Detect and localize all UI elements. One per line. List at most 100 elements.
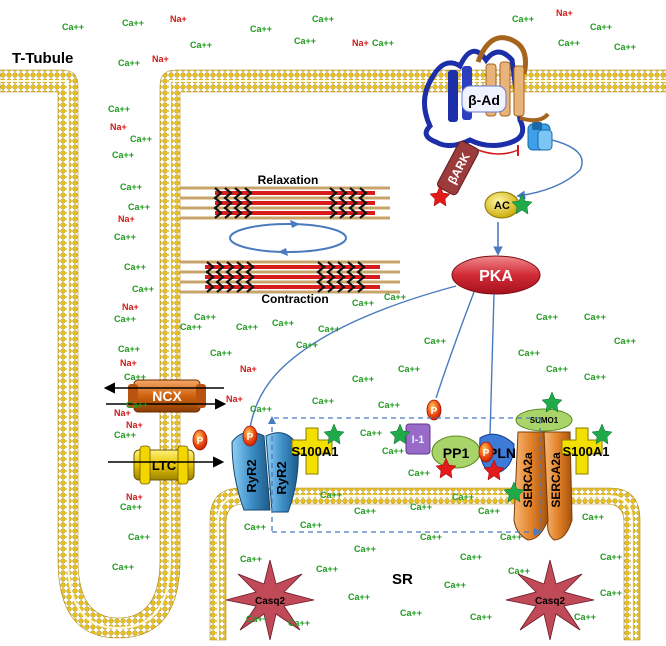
ca-ion: Ca++ [470, 612, 492, 622]
ca-ion: Ca++ [410, 502, 432, 512]
casq2-label-right: Casq2 [535, 596, 565, 607]
ca-ion: Ca++ [250, 404, 272, 414]
ca-ion: Ca++ [240, 554, 262, 564]
ca-ion: Ca++ [288, 618, 310, 628]
ca-ion: Ca++ [124, 372, 146, 382]
s100a1-label-right: S100A1 [563, 444, 610, 459]
ca-ion: Ca++ [132, 284, 154, 294]
s100a1-right-star-icon [591, 423, 613, 445]
na-ion: Na+ [152, 54, 169, 64]
ca-ion: Ca++ [120, 182, 142, 192]
ca-ion: Ca++ [372, 38, 394, 48]
l-type-calcium-channel [133, 445, 195, 485]
inhibitor-1 [405, 423, 431, 455]
ca-ion: Ca++ [318, 324, 340, 334]
sr-label: SR [392, 571, 413, 588]
ryr2-phospho: P [242, 425, 258, 447]
ca-ion: Ca++ [118, 344, 140, 354]
sumo1-star-icon [541, 391, 563, 413]
ca-ion: Ca++ [512, 14, 534, 24]
i1-label: I-1 [412, 434, 425, 446]
calcium-ions: Ca++ Ca++ Ca++ Ca++ Ca++ Ca++ Ca++ Ca++ … [62, 14, 636, 628]
svg-text:P: P [431, 406, 438, 417]
na-ion: Na+ [118, 214, 135, 224]
ca-ion: Ca++ [614, 336, 636, 346]
ac-label: AC [494, 200, 510, 212]
pka-target-lines [249, 285, 495, 437]
pln-phospho: P [478, 441, 494, 463]
ac-star-icon [511, 193, 533, 215]
serca2a-label-left: SERCA2a [521, 452, 535, 508]
ca-ion: Ca++ [478, 506, 500, 516]
ca-ion: Ca++ [130, 134, 152, 144]
pp1-label: PP1 [443, 445, 470, 461]
ca-ion: Ca++ [128, 202, 150, 212]
ca-ion: Ca++ [114, 430, 136, 440]
ca-ion: Ca++ [518, 348, 540, 358]
na-ion: Na+ [556, 8, 573, 18]
na-ion: Na+ [170, 14, 187, 24]
ca-ion: Ca++ [114, 314, 136, 324]
pln-star-icon [483, 459, 505, 481]
ca-ion: Ca++ [452, 492, 474, 502]
ca-ion: Ca++ [128, 532, 150, 542]
casq2-right [505, 559, 595, 641]
ryr2-label-right: RyR2 [274, 461, 289, 494]
ca-ion: Ca++ [408, 468, 430, 478]
beta-adrenergic-receptor [422, 35, 550, 148]
t-tubule-title: T-Tubule [12, 50, 73, 67]
ca-ion: Ca++ [118, 58, 140, 68]
s100a1-left-star-icon [323, 423, 345, 445]
bark-inhibition [477, 145, 519, 156]
svg-text:P: P [197, 436, 204, 447]
ca-ion: Ca++ [236, 322, 258, 332]
ca-ion: Ca++ [296, 340, 318, 350]
pp1-star-icon [435, 457, 457, 479]
i1-phospho: P [426, 399, 442, 421]
ca-ion: Ca++ [108, 104, 130, 114]
ca-ion: Ca++ [194, 312, 216, 322]
ca-ion: Ca++ [120, 502, 142, 512]
calcium-cycle-path [271, 417, 541, 533]
ca-ion: Ca++ [112, 150, 134, 160]
ca-ion: Ca++ [546, 364, 568, 374]
ca-ion: Ca++ [460, 552, 482, 562]
na-ion: Na+ [240, 364, 257, 374]
casq2-left [225, 559, 315, 641]
sodium-ions: Na+ Na+ Na+ Na+ Na+ Na+ Na+ Na+ Na+ Na+ … [110, 8, 573, 502]
calcium-cycle-arrow-right [534, 528, 542, 536]
serca2a-star-icon [503, 481, 525, 503]
ca-ion: Ca++ [354, 544, 376, 554]
sarcolemma-membrane [0, 69, 666, 639]
svg-text:P: P [483, 448, 490, 459]
na-ion: Na+ [352, 38, 369, 48]
ca-ion: Ca++ [244, 522, 266, 532]
ca-ion: Ca++ [614, 42, 636, 52]
ca-ion: Ca++ [272, 318, 294, 328]
ca-ion: Ca++ [420, 532, 442, 542]
ryr2-label-left: RyR2 [244, 459, 259, 492]
ncx-label: NCX [152, 388, 182, 404]
s100a1-left [291, 427, 333, 475]
ca-ion: Ca++ [584, 372, 606, 382]
calcium-cycle-arrow-up [268, 416, 276, 424]
ca-ion: Ca++ [600, 552, 622, 562]
beta-ad-label: β-Ad [468, 92, 500, 108]
sarcomere-contraction [180, 260, 400, 294]
ca-ion: Ca++ [294, 36, 316, 46]
ca-ion: Ca++ [312, 14, 334, 24]
na-ion: Na+ [226, 394, 243, 404]
ca-ion: Ca++ [62, 22, 84, 32]
na-ion: Na+ [126, 420, 143, 430]
sumo1-protein [515, 408, 573, 432]
g-to-ac-arrow [516, 139, 583, 200]
ca-ion: Ca++ [558, 38, 580, 48]
ca-ion: Ca++ [320, 490, 342, 500]
ca-ion: Ca++ [126, 400, 148, 410]
s100a1-right [561, 427, 603, 475]
contraction-label: Contraction [261, 292, 328, 306]
svg-text:P: P [247, 432, 254, 443]
sarcomere-relaxation [180, 186, 390, 220]
relaxation-label: Relaxation [258, 173, 319, 187]
